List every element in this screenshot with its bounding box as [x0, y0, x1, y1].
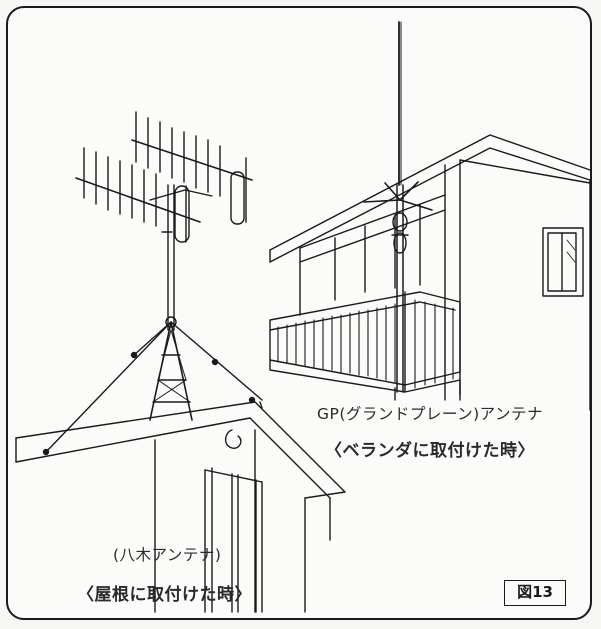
figure-frame	[6, 6, 592, 620]
balcony-railing	[277, 299, 454, 389]
building-with-balcony	[269, 134, 591, 411]
yagi-antenna-label: (八木アンテナ)	[113, 546, 222, 564]
house-with-roof	[15, 401, 346, 613]
yagi-antenna-caption: 〈屋根に取付けた時〉	[77, 585, 252, 605]
gp-antenna-caption: 〈ベランダに取付けた時〉	[325, 441, 535, 461]
yagi-antenna	[42, 111, 263, 456]
gp-antenna-label: GP(グランドプレーン)アンテナ	[317, 405, 544, 423]
gp-antenna	[363, 21, 433, 393]
figure-number-label: 図13	[504, 580, 566, 606]
